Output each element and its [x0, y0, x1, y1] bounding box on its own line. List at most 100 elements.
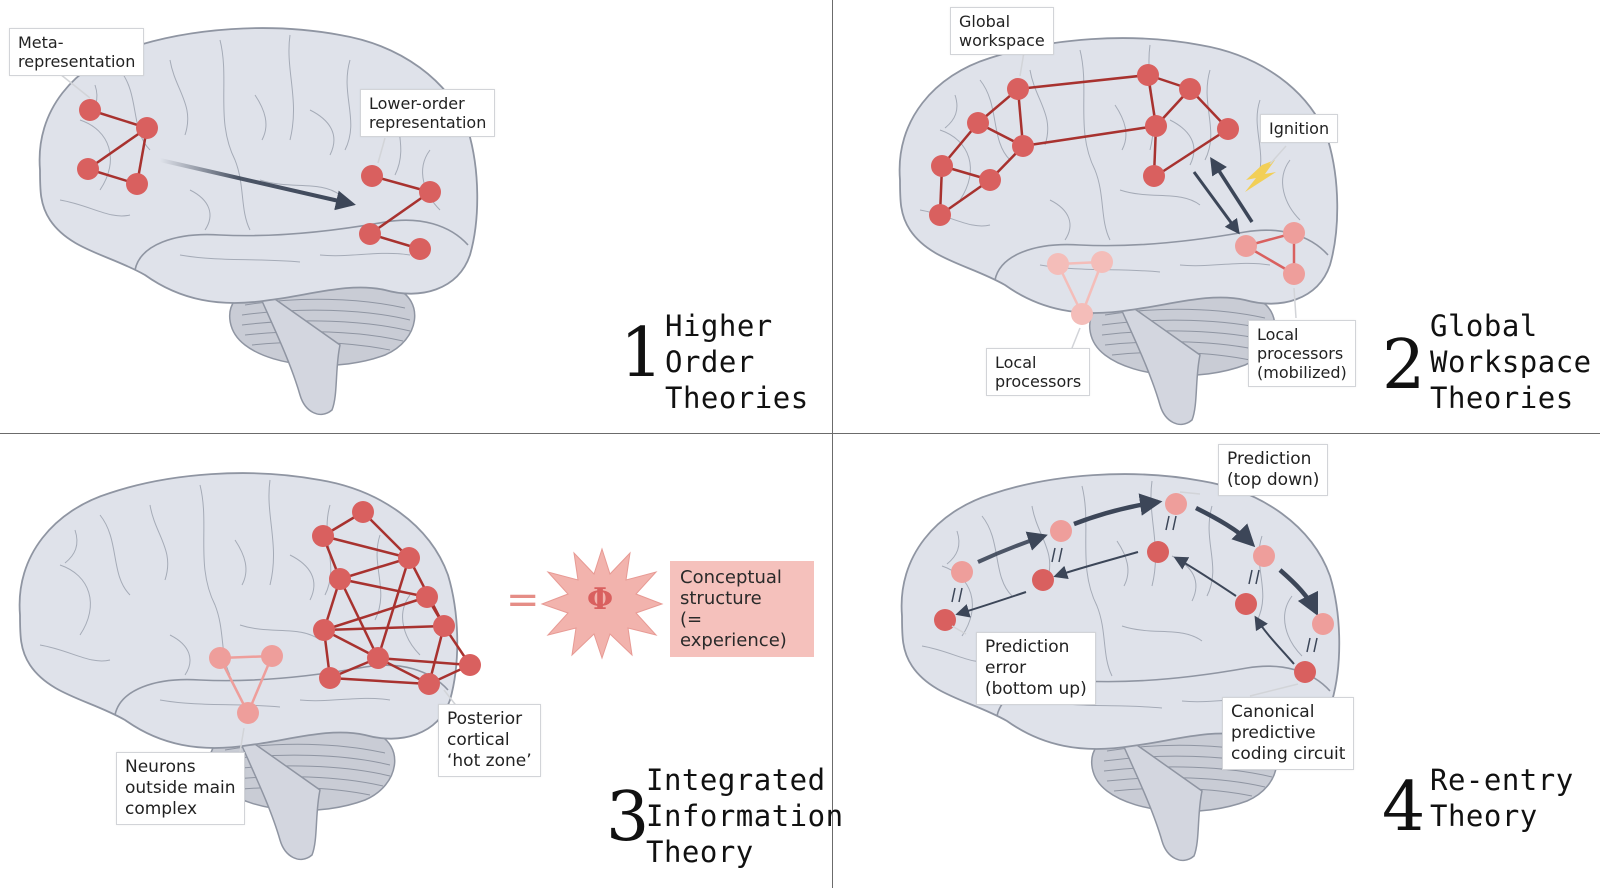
panel-4-number: 4: [1382, 768, 1426, 847]
node: [1007, 78, 1029, 100]
node: [1145, 115, 1167, 137]
callout-pointer: [951, 625, 967, 635]
label-canonical-predictive-coding-circuit: Canonical predictive coding circuit: [1222, 697, 1355, 770]
node: [1047, 253, 1069, 275]
node: [1312, 613, 1334, 635]
node: [951, 561, 973, 583]
node: [409, 238, 431, 260]
workspace-network: [929, 64, 1239, 226]
node: [1217, 118, 1239, 140]
callout-pointer: [1249, 683, 1299, 697]
panel-3-title: Integrated Information Theory: [646, 763, 844, 869]
lower-order-network: [359, 165, 441, 260]
node: [929, 204, 951, 226]
panel-3-integrated-information: [18, 472, 664, 861]
node: [261, 645, 283, 667]
callout-pointer: [1071, 327, 1081, 349]
label-local-processors: Local processors: [986, 348, 1091, 396]
panel-2-number: 2: [1382, 326, 1426, 405]
node: [319, 667, 341, 689]
node: [77, 158, 99, 180]
ignition-flash-icon: [1245, 160, 1276, 192]
panel-2-title: Global Workspace Theories: [1430, 309, 1592, 415]
node: [931, 155, 953, 177]
node: [433, 615, 455, 637]
node: [398, 547, 420, 569]
node: [209, 647, 231, 669]
node: [1071, 303, 1093, 325]
node: [1235, 235, 1257, 257]
label-prediction-error-bottom-up: Prediction error (bottom up): [976, 632, 1096, 705]
callout-pointer: [1019, 51, 1025, 77]
node: [416, 586, 438, 608]
label-neurons-outside-main-complex: Neurons outside main complex: [116, 752, 245, 825]
node: [418, 673, 440, 695]
node: [1143, 165, 1165, 187]
node: [967, 112, 989, 134]
node: [459, 654, 481, 676]
node: [1165, 493, 1187, 515]
label-ignition: Ignition: [1260, 114, 1339, 143]
node: [126, 173, 148, 195]
vertical-divider: [832, 0, 833, 888]
outside-network: [209, 645, 283, 724]
panel-4-title: Re-entry Theory: [1430, 763, 1574, 833]
label-posterior-cortical-hot-zone: Posterior cortical ‘hot zone’: [438, 704, 541, 777]
node: [361, 165, 383, 187]
panel-1-title: Higher Order Theories: [665, 309, 809, 415]
callout-pointer: [239, 727, 245, 753]
phi-star: [540, 547, 664, 660]
conceptual-structure-box: Conceptual structure (= experience): [670, 561, 814, 657]
node: [1294, 661, 1316, 683]
callout-pointer: [59, 73, 91, 99]
node: [237, 702, 259, 724]
local-processors-network: [1047, 251, 1113, 325]
node: [136, 117, 158, 139]
label-lower-order-representation: Lower-order representation: [360, 89, 496, 137]
panel-1-number: 1: [620, 314, 664, 393]
node: [79, 99, 101, 121]
node: [934, 609, 956, 631]
node: [1253, 545, 1275, 567]
node: [419, 181, 441, 203]
top-down-arrows: [977, 493, 1319, 617]
ignition-arrow-down: [1192, 171, 1240, 235]
label-global-workspace: Global workspace: [950, 7, 1054, 55]
node: [367, 647, 389, 669]
label-meta-representation: Meta- representation: [9, 28, 145, 76]
node: [1091, 251, 1113, 273]
node: [1032, 569, 1054, 591]
node: [1179, 78, 1201, 100]
node: [1050, 520, 1072, 542]
bottom-up-arrows: [955, 551, 1295, 665]
node: [1012, 135, 1034, 157]
panel-1-higher-order: [38, 27, 479, 416]
node: [329, 568, 351, 590]
callout-pointer: [1179, 491, 1201, 495]
mobilized-network: [1235, 222, 1305, 285]
panel-4-re-entry: [900, 473, 1341, 862]
callout-pointer: [1293, 287, 1297, 319]
reciprocal-links: [951, 515, 1318, 653]
callout-pointer: [377, 137, 386, 164]
node: [1283, 222, 1305, 244]
meta-network: [77, 99, 158, 195]
node: [1147, 541, 1169, 563]
ignition-arrow-up: [1210, 157, 1254, 223]
label-local-processors-mobilized: Local processors (mobilized): [1248, 320, 1356, 387]
panel-2-global-workspace: [898, 37, 1339, 426]
node: [1283, 263, 1305, 285]
hot-zone-network: [312, 501, 481, 695]
callout-pointer: [1269, 145, 1287, 165]
node: [313, 619, 335, 641]
horizontal-divider: [0, 433, 1600, 434]
phi-symbol: Φ: [587, 582, 614, 617]
node: [1137, 64, 1159, 86]
panel-3-number: 3: [606, 778, 650, 857]
label-prediction-top-down: Prediction (top down): [1218, 444, 1329, 496]
node: [352, 501, 374, 523]
node: [359, 223, 381, 245]
node: [1235, 593, 1257, 615]
